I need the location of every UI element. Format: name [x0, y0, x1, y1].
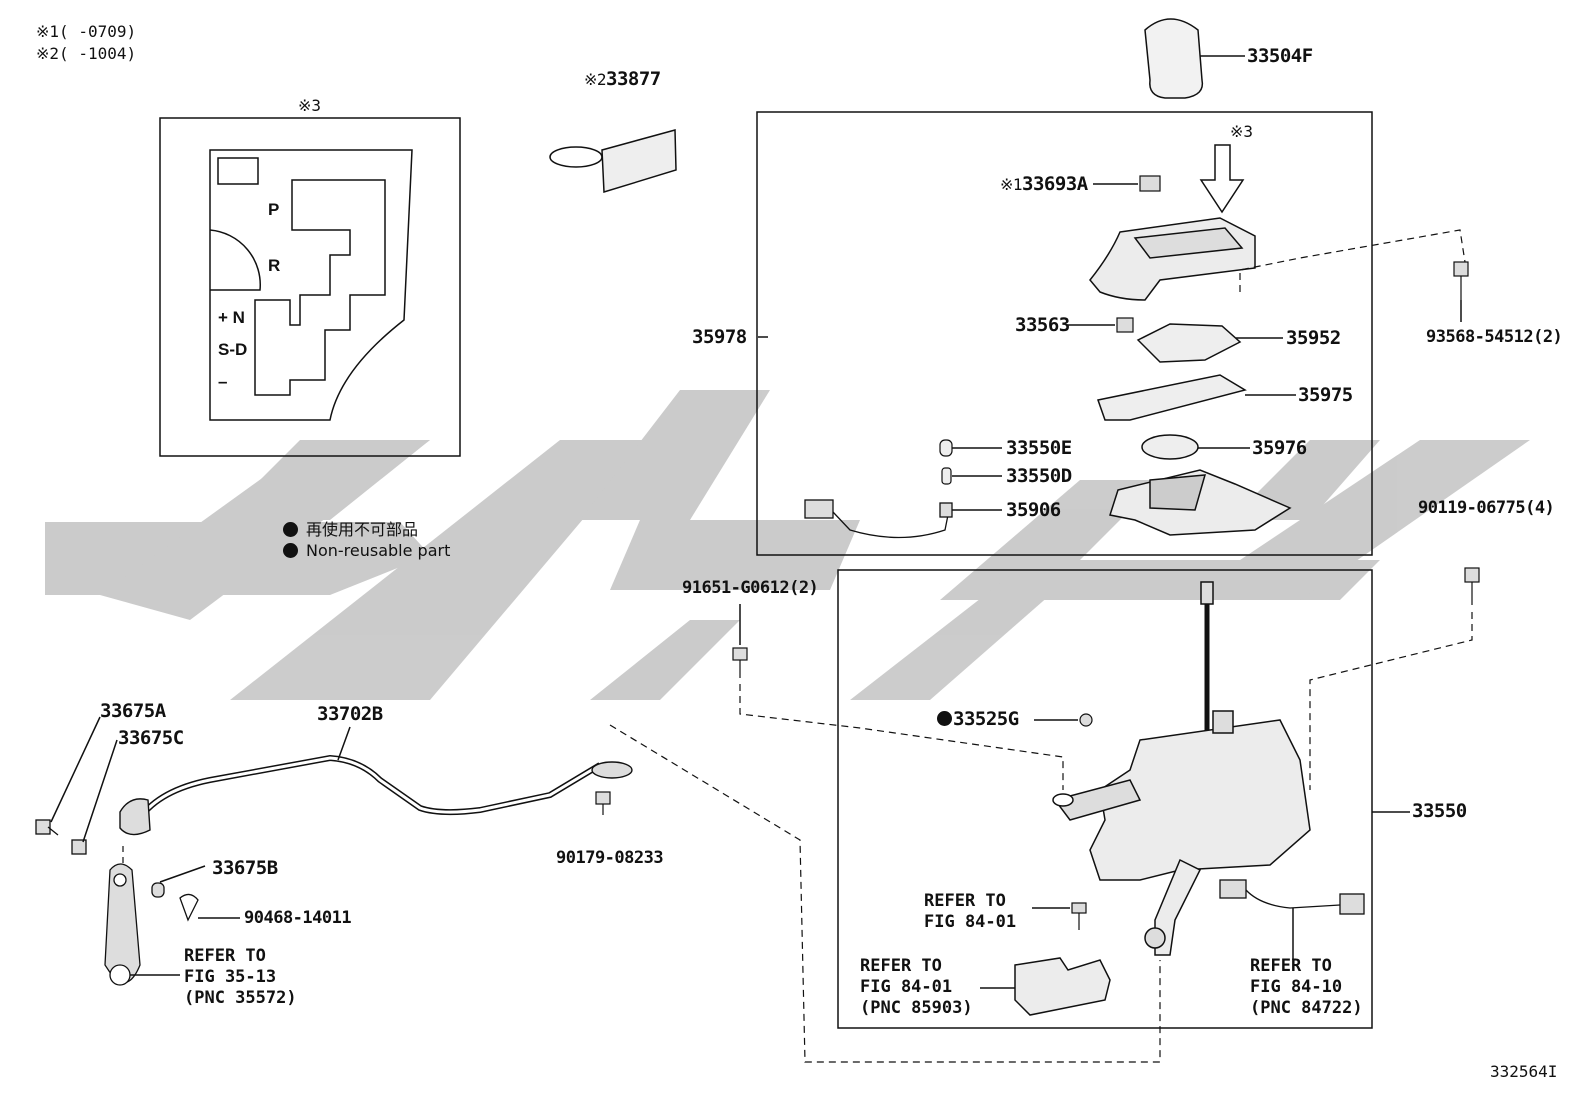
part-35976: [1141, 434, 1199, 460]
label-33525G: 33525G: [937, 708, 1019, 730]
nut-90179: [595, 791, 611, 815]
indicator-plate-part: [549, 129, 677, 193]
cover-85903: [1014, 957, 1111, 1016]
label-33675C: 33675C: [118, 727, 184, 749]
housing-base: [1109, 469, 1292, 536]
position-indicator-housing: [1089, 217, 1256, 301]
bolt-91651: [732, 647, 748, 678]
watermark-logo: [45, 390, 1530, 700]
label-93568: 93568-54512(2): [1426, 327, 1563, 347]
inset-mark: ※3: [298, 96, 322, 115]
washer-33525G: [1079, 713, 1093, 727]
label-33675A: 33675A: [100, 700, 166, 722]
bulb-33550D: [941, 467, 952, 485]
label-33675B: 33675B: [212, 857, 278, 879]
label-35978: 35978: [692, 326, 747, 348]
label-33693A: ※133693A: [1000, 173, 1088, 195]
shift-lever-assembly: [1052, 581, 1311, 956]
gear-minus: –: [218, 372, 228, 391]
gear-p: P: [268, 200, 280, 219]
left-linkage-parts: [35, 819, 199, 986]
bulb-33550E: [939, 439, 953, 457]
label-33550E: 33550E: [1006, 437, 1072, 459]
bolt-90119: [1464, 567, 1480, 605]
non-reusable-dot: [937, 711, 952, 726]
bullet-icon: [283, 522, 298, 537]
label-35975: 35975: [1298, 384, 1353, 406]
transmission-cable: [119, 754, 633, 836]
upper-assembly-box: [756, 111, 1373, 556]
label-33504F: 33504F: [1247, 45, 1313, 67]
bullet-icon: [283, 543, 298, 558]
box-mark: ※3: [1230, 122, 1254, 141]
label-90119: 90119-06775(4): [1418, 498, 1555, 518]
plate-35952: [1136, 323, 1242, 363]
label-33563: 33563: [1015, 314, 1070, 336]
gear-n: + N: [218, 308, 245, 327]
wire-35906: [804, 499, 953, 539]
clip-33563: [1116, 317, 1134, 333]
cover-35975: [1097, 374, 1247, 421]
legend-en: Non-reusable part: [283, 541, 450, 560]
label-33550D: 33550D: [1006, 465, 1072, 487]
small-clip-part: [1139, 175, 1161, 192]
header-note-1: ※1( -0709): [36, 22, 137, 41]
shift-gate-inset: [159, 117, 461, 457]
lower-assembly-box: [837, 569, 1373, 1029]
label-33550: 33550: [1412, 800, 1467, 822]
label-35906: 35906: [1006, 499, 1061, 521]
legend-jp: 再使用不可部品: [283, 516, 418, 540]
header-note-2: ※2( -1004): [36, 44, 137, 63]
label-35952: 35952: [1286, 327, 1341, 349]
wire-harness: [1219, 879, 1365, 915]
gear-sd: S-D: [218, 340, 248, 359]
screw-84-01: [1071, 902, 1087, 930]
label-35976: 35976: [1252, 437, 1307, 459]
label-90468: 90468-14011: [244, 908, 352, 928]
label-91651: 91651-G0612(2): [682, 578, 819, 598]
label-33877: ※233877: [584, 68, 661, 90]
label-33702B: 33702B: [317, 703, 383, 725]
down-arrow: [1199, 144, 1245, 214]
label-90179: 90179-08233: [556, 848, 664, 868]
shift-knob-part: [1144, 18, 1204, 99]
illustration-id: 332564I: [1490, 1062, 1558, 1081]
gear-r: R: [268, 256, 281, 275]
bolt-93568: [1453, 261, 1469, 322]
